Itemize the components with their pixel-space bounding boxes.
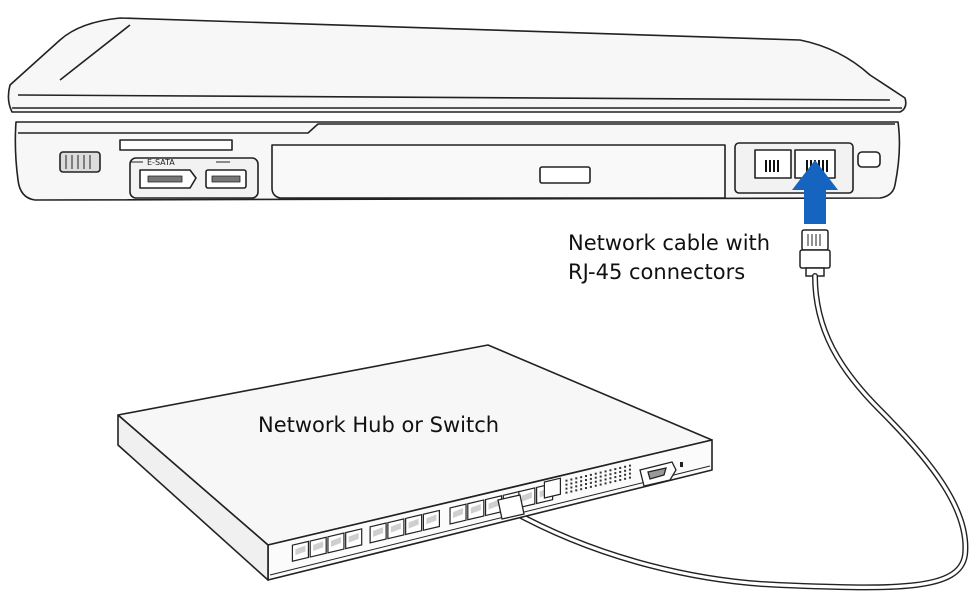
laptop-lid-panel [59,24,131,81]
laptop [7,17,907,201]
hub-port-contacts [348,532,359,543]
insert-direction-arrow [792,160,838,224]
hub-port-contacts [373,527,384,537]
vent-dot [575,489,578,492]
vent-dot [599,471,602,474]
vent-dot [599,475,602,478]
vent-dot [628,468,631,471]
hub-port-contacts [488,499,499,510]
hub-port-contacts [521,491,532,502]
vent-dot [565,483,568,486]
hub-port-contacts [426,514,437,525]
cable-label-line-2: RJ-45 connectors [568,260,745,284]
vent-dot [580,484,583,487]
hub-label: Network Hub or Switch [258,413,499,437]
vent-dot [599,479,602,482]
vent-dot [609,481,612,484]
laptop-base-top-edge [18,123,895,134]
laptop-lid [7,17,907,113]
hub-left-face [117,414,269,581]
vent-dot [624,465,627,468]
vent-dot [614,472,617,475]
optical-drive [271,144,726,199]
vent-dot [580,480,583,483]
port-pin [806,160,808,172]
network-cable [507,273,969,591]
vent-dot [628,464,631,467]
vent-dot [589,485,592,488]
vent-dot [599,483,602,486]
vent-dot [585,483,588,486]
vent-dot [614,480,617,483]
vent-dot [565,479,568,482]
vent-dot [609,473,612,476]
vent-dot [604,482,607,485]
hub-port-contacts [470,503,481,514]
optical-drive-eject-button [539,166,591,184]
port-pin [826,160,828,172]
vent-dot [624,469,627,472]
vent-dot [628,476,631,479]
hub-port-contacts [390,522,401,533]
vent-dot [594,480,597,483]
vent-dot [614,468,617,471]
vent-dot [619,478,622,481]
hub-port-contacts [313,541,324,552]
vent-dot [594,476,597,479]
hub-uplink-port [543,477,561,499]
laptop-card-slot [119,139,233,151]
vent-dot [589,477,592,480]
vent-dot [575,481,578,484]
vent-dot [624,477,627,480]
vent-dot [594,484,597,487]
vent-dot [619,474,622,477]
vent-dot [609,477,612,480]
vent-dot [594,472,597,475]
hub-port-contacts [453,508,464,518]
vent-dot [565,491,568,494]
vent-dot [619,470,622,473]
vent-dot [570,490,573,493]
hub-vent-grid [565,464,631,494]
hub-port-contacts [295,545,306,556]
port-pin [822,160,824,172]
rj45-connector [799,229,831,277]
laptop-lid-ridge [17,94,891,101]
vent-dot [619,466,622,469]
vent-dot [604,470,607,473]
hub-serial-connector [639,461,677,487]
network-hub [117,344,713,581]
kensington-lock-slot [857,151,881,168]
vent-dot [570,478,573,481]
vent-dot [575,477,578,480]
vent-dot [604,478,607,481]
hub-port-contacts [330,537,341,547]
vent-dot [565,487,568,490]
vent-dot [575,485,578,488]
esata-port-label: E-SATA [147,158,175,167]
vent-dot [585,479,588,482]
vent-dot [570,482,573,485]
vent-dot [604,474,607,477]
vent-dot [585,475,588,478]
vent-dot [614,476,617,479]
vent-dot [628,472,631,475]
vent-dot [570,486,573,489]
vent-dot [589,473,592,476]
port-pin [777,160,779,172]
port-pin [765,160,767,172]
hub-status-led [680,462,683,467]
port-pin [769,160,771,172]
vent-dot [580,476,583,479]
vent-dot [624,473,627,476]
vent-dot [589,481,592,484]
cable-label-line-1: Network cable with [568,231,770,255]
hub-port-contacts [408,518,419,529]
vent-dot [609,469,612,472]
port-pin [773,160,775,172]
hub-plugged-connector [497,494,525,520]
vent-dot [585,487,588,490]
vent-dot [580,488,583,491]
